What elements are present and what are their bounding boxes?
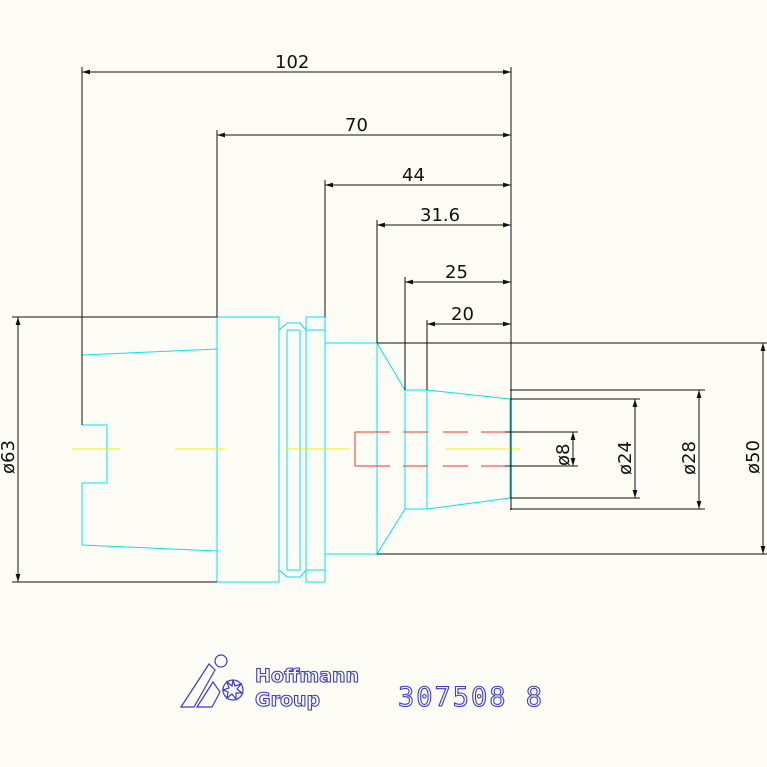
dim-label-dia-50: ø50	[743, 440, 764, 474]
logo-figure-icon	[179, 663, 216, 708]
dim-label-70: 70	[345, 115, 368, 136]
part-number: 307508 8	[398, 682, 544, 713]
dim-label-dia-28: ø28	[679, 441, 700, 475]
nose-cone	[376, 341, 406, 556]
logo-head-icon	[214, 654, 228, 668]
dimension-lines	[12, 67, 767, 583]
dim-label-dia-24: ø24	[615, 441, 636, 475]
dim-label-31-6: 31.6	[420, 205, 460, 226]
dim-label-dia-63: ø63	[0, 440, 19, 474]
dim-label-44: 44	[402, 165, 425, 186]
company-logo	[179, 654, 244, 708]
logo-brand-line1: Hoffmann	[255, 665, 359, 687]
dim-label-102: 102	[275, 52, 309, 73]
dim-label-dia-8: ø8	[553, 444, 574, 466]
flange-groove	[278, 317, 307, 582]
dimension-labels: 102 70 44 31.6 25 20 ø63 ø8 ø24 ø28 ø50	[0, 52, 764, 475]
flange-body	[216, 316, 280, 583]
flange-ring-inner	[305, 329, 326, 571]
shank-taper	[81, 348, 218, 552]
dim-label-20: 20	[451, 304, 474, 325]
dim-label-25: 25	[445, 262, 468, 283]
logo-brand-line2: Group	[255, 689, 320, 711]
groove-inner	[286, 329, 301, 571]
hidden-bore	[354, 431, 505, 467]
